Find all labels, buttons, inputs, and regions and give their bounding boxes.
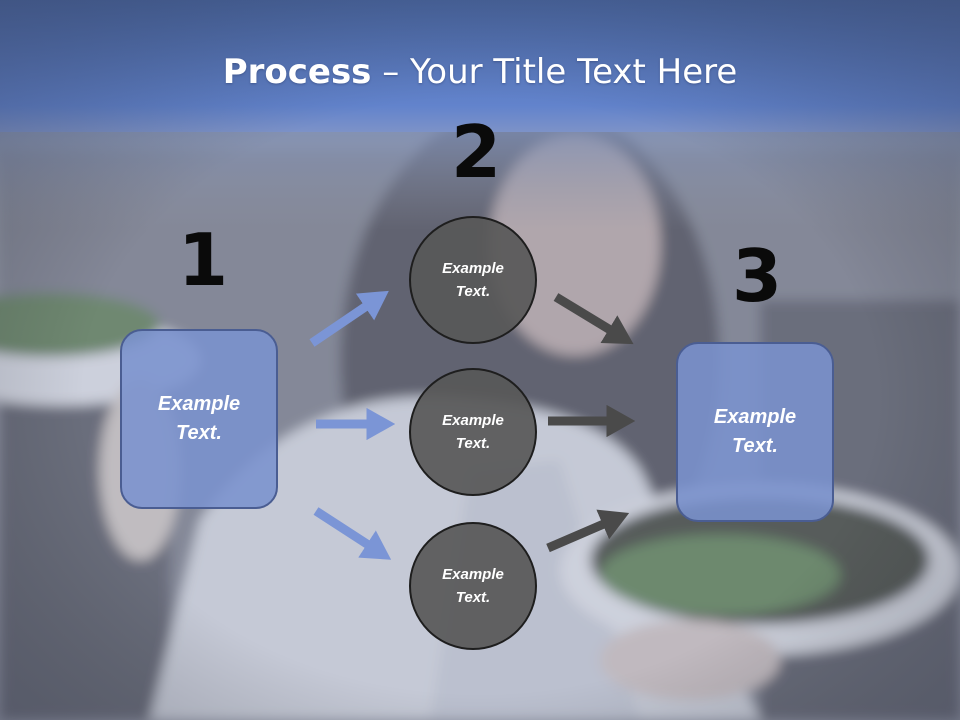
step-2-node-middle[interactable]: Example Text. — [409, 368, 537, 496]
step-3-box[interactable]: Example Text. — [676, 342, 834, 522]
arrow-step1-to-node3 — [313, 507, 392, 560]
step-2-node-top[interactable]: Example Text. — [409, 216, 537, 344]
step-2-node-bottom[interactable]: Example Text. — [409, 522, 537, 650]
node-top-label: Example Text. — [442, 260, 504, 300]
step-1-label: Example Text. — [157, 393, 241, 444]
node-bottom-label: Example Text. — [442, 566, 504, 606]
title-bold: Process — [222, 52, 372, 92]
arrow-node3-to-step3 — [546, 509, 630, 553]
slide-title: Process – Your Title Text Here — [0, 52, 960, 92]
title-rest: – Your Title Text Here — [371, 52, 738, 92]
step-number-2: 2 — [451, 110, 502, 194]
arrow-node1-to-step3 — [553, 293, 634, 345]
node-middle-label: Example Text. — [442, 412, 504, 452]
step-1-box[interactable]: Example Text. — [120, 329, 278, 509]
step-number-3: 3 — [732, 234, 783, 318]
arrow-step1-to-node1 — [309, 290, 389, 347]
step-number-1: 1 — [178, 218, 229, 302]
step-3-label: Example Text. — [713, 406, 797, 457]
